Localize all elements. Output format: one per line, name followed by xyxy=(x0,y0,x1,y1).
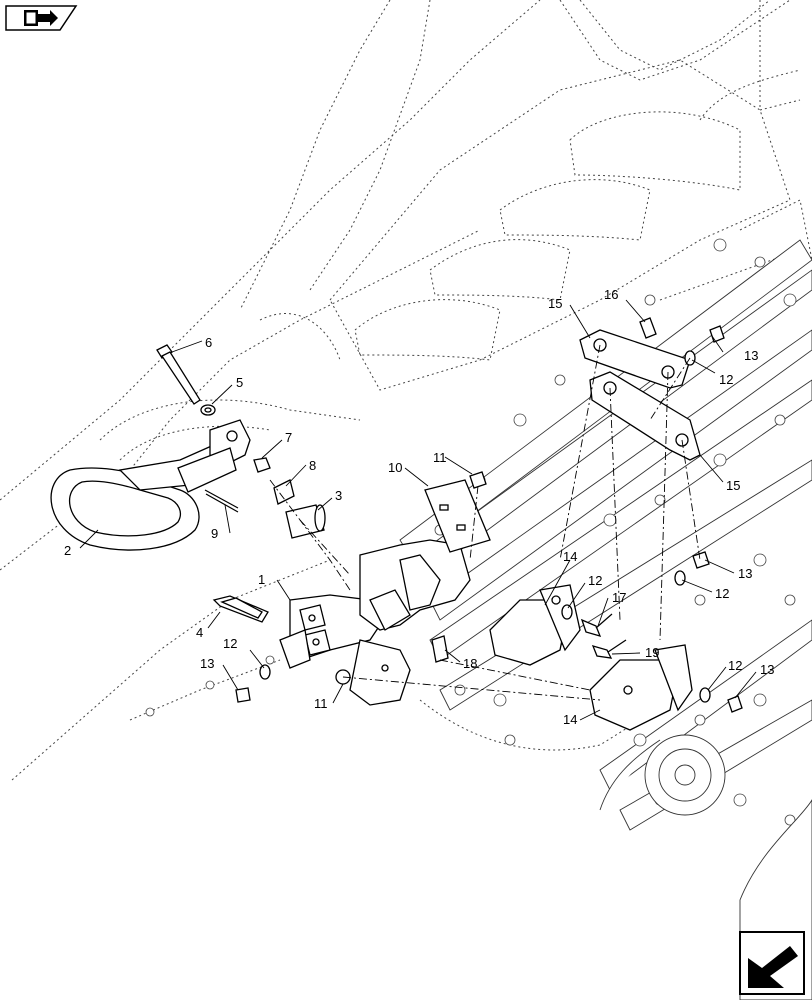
next-page-arrow-icon[interactable] xyxy=(739,931,805,995)
part-4-clip xyxy=(212,595,269,623)
machine-frame-outline xyxy=(0,0,812,781)
callout-16: 16 xyxy=(604,287,618,302)
part-19-bolt xyxy=(591,639,627,659)
callout-11-lower: 11 xyxy=(314,696,328,711)
callout-14-upper: 14 xyxy=(563,549,577,564)
mount-frame-center xyxy=(359,539,471,631)
callout-18: 18 xyxy=(463,656,477,671)
callout-9: 9 xyxy=(211,526,218,541)
sprocket xyxy=(644,734,726,816)
callout-19: 19 xyxy=(645,645,659,660)
part-10-plate xyxy=(424,479,491,553)
callout-12-a: 12 xyxy=(719,372,733,387)
callout-7: 7 xyxy=(285,430,292,445)
part-7-nut xyxy=(253,457,271,473)
part-8-bushing xyxy=(273,479,295,505)
callout-13-b: 13 xyxy=(738,566,752,581)
part-5-nut xyxy=(200,404,216,416)
part-9-pin xyxy=(204,489,239,513)
callout-12-d: 12 xyxy=(223,636,237,651)
callout-15-lower: 15 xyxy=(726,478,740,493)
conveyor-chain-upper xyxy=(399,239,812,831)
callout-11-upper: 11 xyxy=(433,450,447,465)
part-6-bolt xyxy=(156,344,201,405)
callout-2: 2 xyxy=(64,543,71,558)
callout-13-a: 13 xyxy=(744,348,758,363)
part-13-nuts xyxy=(235,325,743,713)
callout-4: 4 xyxy=(196,625,203,640)
callout-13-c: 13 xyxy=(200,656,214,671)
callout-10: 10 xyxy=(388,460,402,475)
part-18-bolt xyxy=(431,635,449,663)
part-14-bracket-upper xyxy=(489,584,581,666)
callout-leaders xyxy=(79,299,757,721)
assembly-alignment-lines xyxy=(269,344,701,701)
callout-12-b: 12 xyxy=(715,586,729,601)
callout-12-c: 12 xyxy=(588,573,602,588)
callout-labels: 1 2 3 4 5 6 7 8 9 10 11 11 12 12 12 12 1… xyxy=(64,287,774,727)
part-15-plate-lower xyxy=(589,371,701,461)
callout-13-d: 13 xyxy=(760,662,774,677)
callout-17: 17 xyxy=(612,590,626,605)
callout-8: 8 xyxy=(309,458,316,473)
part-14-bracket-lower xyxy=(589,644,693,731)
handle-mount-bracket xyxy=(118,419,251,493)
callout-15-upper: 15 xyxy=(548,296,562,311)
callout-5: 5 xyxy=(236,375,243,390)
callout-12-e: 12 xyxy=(728,658,742,673)
part-17-bolt xyxy=(580,613,613,637)
callout-14-lower: 14 xyxy=(563,712,577,727)
part-1-step-bracket xyxy=(279,594,411,706)
callout-3: 3 xyxy=(335,488,342,503)
part-3-spacer xyxy=(285,504,326,539)
manual-book-arrow-icon[interactable] xyxy=(5,5,78,31)
part-11-bolt-upper xyxy=(469,471,487,489)
part-16-bushing xyxy=(639,317,657,339)
callout-6: 6 xyxy=(205,335,212,350)
part-2-handle xyxy=(50,467,200,551)
callout-1: 1 xyxy=(258,572,265,587)
